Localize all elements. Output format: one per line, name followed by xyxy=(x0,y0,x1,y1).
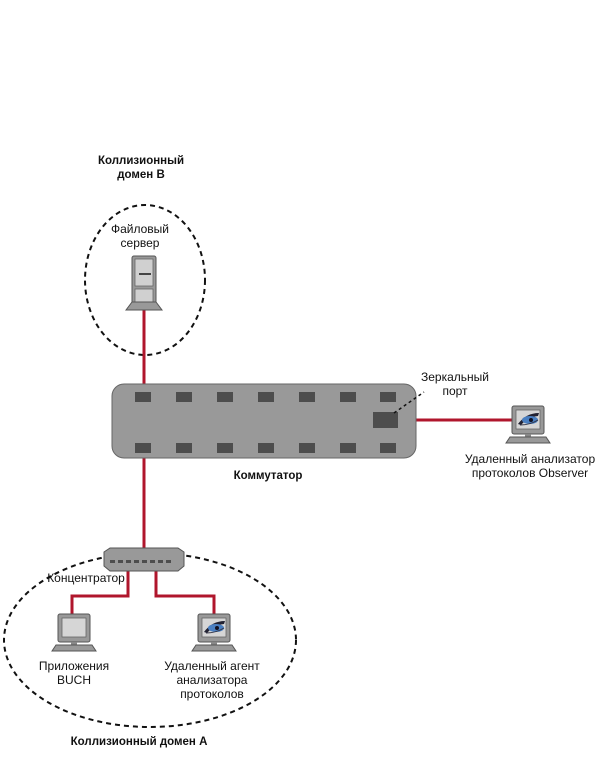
switch-ports xyxy=(135,392,396,453)
domain-a-title: Коллизионный домен А xyxy=(71,736,208,748)
observer-label-2: протоколов Observer xyxy=(472,466,588,480)
file-server-label: Файловый xyxy=(111,222,169,236)
collision-domain-b-boundary xyxy=(84,204,206,356)
application-computer-icon[interactable] xyxy=(51,613,97,652)
observer-label: Удаленный анализатор xyxy=(465,452,596,466)
mirror-port[interactable] xyxy=(373,412,398,428)
mirror-port-label: Зеркальный xyxy=(421,370,489,384)
app-pc-label-2: BUCH xyxy=(57,673,91,687)
agent-label-2: анализатора xyxy=(177,673,248,687)
switch-device[interactable] xyxy=(111,383,417,459)
mirror-port-label-2: порт xyxy=(442,384,468,398)
file-server-label-2: сервер xyxy=(121,236,160,250)
hub-device[interactable] xyxy=(103,547,185,572)
domain-b-title-2: домен В xyxy=(117,169,165,181)
link-hub-app-pc xyxy=(70,570,130,615)
agent-label: Удаленный агент xyxy=(164,659,260,673)
agent-label-3: протоколов xyxy=(180,687,244,701)
hub-label: Концентратор xyxy=(47,571,125,585)
observer-computer-icon[interactable] xyxy=(505,405,551,444)
collision-domain-a-boundary xyxy=(3,552,297,728)
domain-b-title: Коллизионный xyxy=(98,155,184,167)
switch-label: Коммутатор xyxy=(234,470,303,482)
app-pc-label: Приложения xyxy=(39,659,109,673)
file-server-icon[interactable] xyxy=(125,255,163,311)
mirror-port-pointer xyxy=(393,391,425,414)
link-hub-agent xyxy=(154,570,216,615)
remote-agent-computer-icon[interactable] xyxy=(191,613,237,652)
